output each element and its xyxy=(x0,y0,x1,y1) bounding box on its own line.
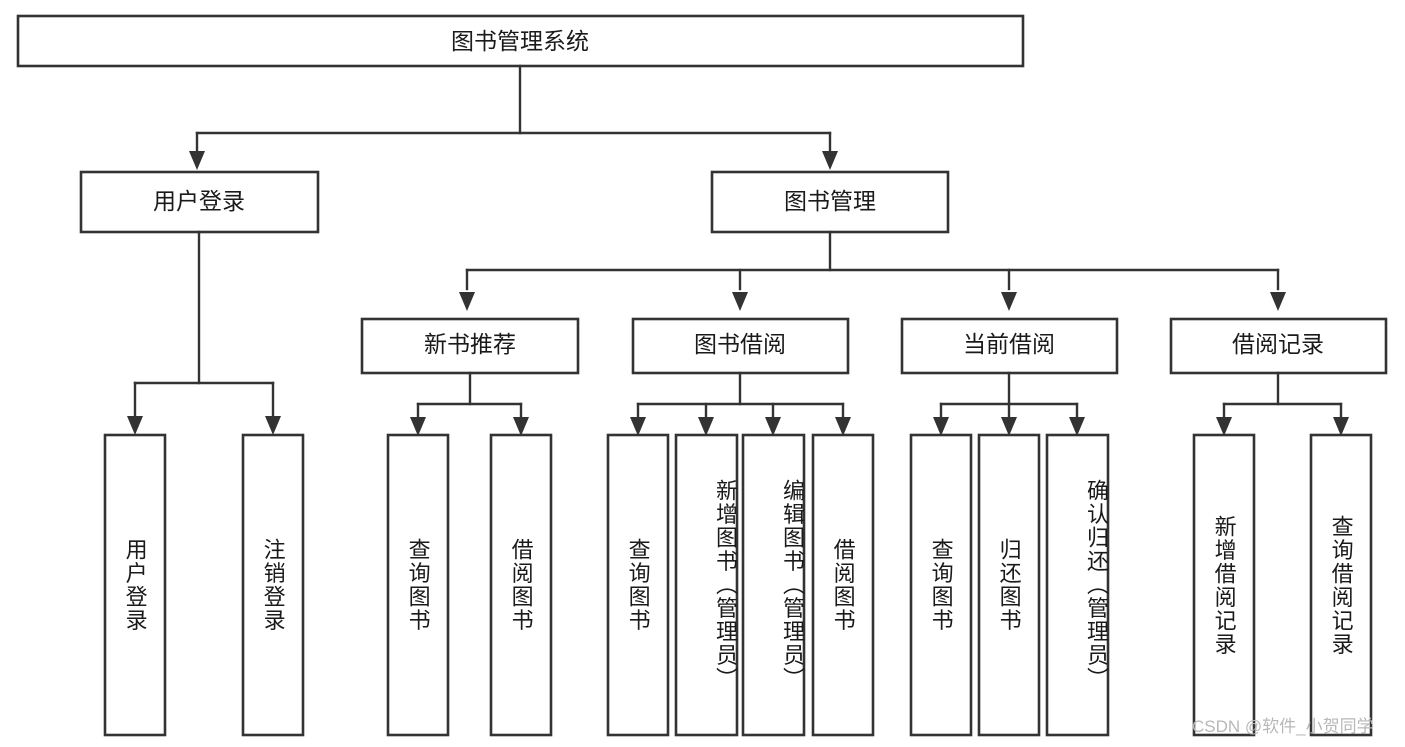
leaf-label-book-borrow-add: 新增图书（管理员） xyxy=(713,479,738,691)
node-book-management-label: 图书管理 xyxy=(784,188,876,214)
leaf-box-borrow-record-add[interactable] xyxy=(1192,433,1256,737)
node-book-borrow[interactable]: 图书借阅 xyxy=(631,317,850,375)
leaf-label-user-login-login: 用户登录 xyxy=(122,538,148,632)
leaf-label-current-borrow-query: 查询图书 xyxy=(928,538,954,632)
node-root-system[interactable]: 图书管理系统 xyxy=(16,14,1025,68)
node-user-login-label: 用户登录 xyxy=(153,188,245,214)
leaf-box-new-book-borrow[interactable] xyxy=(489,433,553,737)
leaf-box-borrow-record-query[interactable] xyxy=(1309,433,1373,737)
node-user-login-box xyxy=(79,170,320,234)
node-new-book-recommend-label: 新书推荐 xyxy=(424,331,516,357)
node-new-book-recommend-box xyxy=(360,317,580,375)
leaf-label-book-borrow-query: 查询图书 xyxy=(625,538,651,632)
node-book-borrow-label: 图书借阅 xyxy=(694,331,786,357)
watermark-label: CSDN @软件_小贺同学 xyxy=(1192,717,1374,736)
node-borrow-record[interactable]: 借阅记录 xyxy=(1169,317,1388,375)
node-current-borrow-label: 当前借阅 xyxy=(963,331,1055,357)
leaf-box-current-borrow-return[interactable] xyxy=(977,433,1041,737)
leaf-label-borrow-record-add: 新增借阅记录 xyxy=(1211,514,1237,656)
leaf-label-current-borrow-return: 归还图书 xyxy=(996,538,1022,632)
node-book-borrow-box xyxy=(631,317,850,375)
leaf-label-book-borrow-edit: 编辑图书（管理员） xyxy=(780,479,805,691)
node-new-book-recommend[interactable]: 新书推荐 xyxy=(360,317,580,375)
leaf-label-user-login-logout: 注销登录 xyxy=(260,538,286,632)
leaf-box-new-book-query[interactable] xyxy=(386,433,450,737)
leaf-label-new-book-borrow: 借阅图书 xyxy=(508,538,534,632)
node-current-borrow-box xyxy=(900,317,1119,375)
node-borrow-record-box xyxy=(1169,317,1388,375)
node-borrow-record-label: 借阅记录 xyxy=(1232,331,1324,357)
leaf-label-borrow-record-query: 查询借阅记录 xyxy=(1328,514,1354,656)
leaf-box-current-borrow-query[interactable] xyxy=(909,433,973,737)
leaf-label-current-borrow-confirm: 确认归还（管理员） xyxy=(1084,479,1109,691)
node-root-system-label: 图书管理系统 xyxy=(451,28,589,54)
node-root-system-box xyxy=(16,14,1025,68)
node-current-borrow[interactable]: 当前借阅 xyxy=(900,317,1119,375)
leaf-box-user-login-logout[interactable] xyxy=(241,433,305,737)
leaf-box-book-borrow-lend[interactable] xyxy=(811,433,875,737)
leaf-label-book-borrow-lend: 借阅图书 xyxy=(830,538,856,632)
node-user-login[interactable]: 用户登录 xyxy=(79,170,320,234)
leaf-box-book-borrow-add[interactable] xyxy=(674,433,739,737)
leaf-box-current-borrow-confirm[interactable] xyxy=(1045,433,1110,737)
leaf-box-book-borrow-edit[interactable] xyxy=(741,433,806,737)
leaf-box-book-borrow-query[interactable] xyxy=(606,433,670,737)
leaf-box-user-login-login[interactable] xyxy=(103,433,167,737)
leaf-label-new-book-query: 查询图书 xyxy=(405,538,431,632)
